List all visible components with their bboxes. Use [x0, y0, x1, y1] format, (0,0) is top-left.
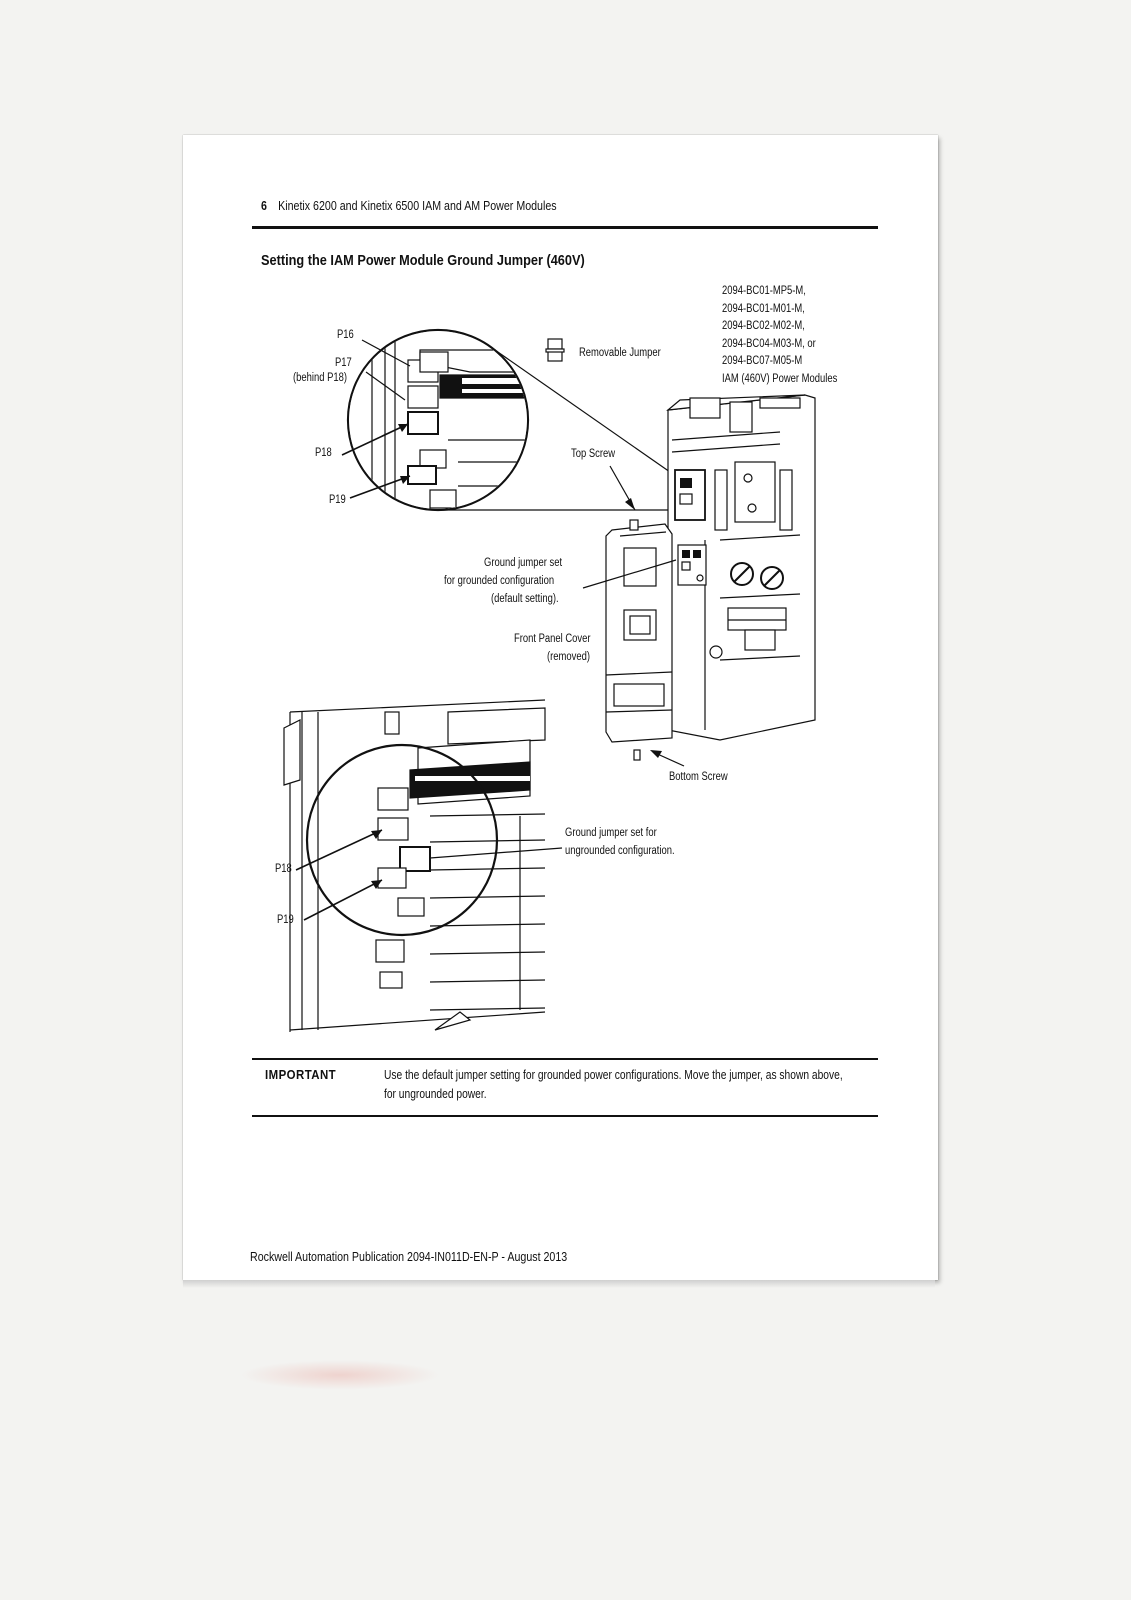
- label-p19-top: P19: [329, 494, 346, 506]
- paper-stain: [240, 1360, 440, 1390]
- compatible-models-list: 2094-BC01-MP5-M, 2094-BC01-M01-M, 2094-B…: [722, 283, 837, 388]
- label-ungrounded-1: Ground jumper set for: [565, 827, 657, 839]
- header-title: Kinetix 6200 and Kinetix 6500 IAM and AM…: [278, 198, 557, 213]
- iam-power-module-drawing: [666, 394, 816, 741]
- important-text: Use the default jumper setting for groun…: [384, 1068, 843, 1101]
- label-top-screw: Top Screw: [571, 448, 616, 460]
- label-ungrounded-2: ungrounded configuration.: [565, 845, 675, 857]
- model-item: 2094-BC04-M03-M, or: [722, 337, 816, 350]
- label-front-cover-1: Front Panel Cover: [514, 633, 591, 645]
- top-detail-magnifier: [341, 328, 671, 512]
- running-header: 6 Kinetix 6200 and Kinetix 6500 IAM and …: [261, 198, 769, 218]
- label-p18-bottom: P18: [275, 863, 292, 875]
- important-rule-top: [252, 1058, 878, 1060]
- label-grounded-2: for grounded configuration: [444, 575, 555, 587]
- label-p18-top: P18: [315, 447, 332, 459]
- label-front-cover-2: (removed): [547, 651, 590, 663]
- label-grounded-3: (default setting).: [491, 593, 559, 605]
- model-item: IAM (460V) Power Modules: [722, 372, 838, 385]
- header-rule: [252, 226, 878, 229]
- important-label: IMPORTANT: [265, 1067, 337, 1082]
- label-bottom-screw: Bottom Screw: [669, 771, 728, 783]
- label-p17: P17: [335, 357, 352, 369]
- removable-jumper-icon: [545, 338, 565, 362]
- publication-footer: Rockwell Automation Publication 2094-IN0…: [250, 1249, 568, 1264]
- important-rule-bottom: [252, 1115, 878, 1117]
- label-p17-note: (behind P18): [293, 372, 348, 384]
- model-item: 2094-BC01-MP5-M,: [722, 285, 806, 297]
- model-item: 2094-BC02-M02-M,: [722, 320, 805, 332]
- model-item: 2094-BC07-M05-M: [722, 355, 803, 367]
- label-p19-bottom: P19: [277, 914, 294, 926]
- bottom-detail-drawing: [283, 699, 563, 1032]
- label-grounded-1: Ground jumper set: [484, 557, 563, 569]
- page-edge-shadow: [183, 1280, 935, 1288]
- front-panel-cover-drawing: [605, 519, 707, 761]
- section-title: Setting the IAM Power Module Ground Jump…: [261, 252, 585, 269]
- label-removable-jumper: Removable Jumper: [579, 347, 661, 359]
- label-p16: P16: [337, 329, 354, 341]
- model-item: 2094-BC01-M01-M,: [722, 302, 805, 315]
- page-number: 6: [261, 198, 267, 213]
